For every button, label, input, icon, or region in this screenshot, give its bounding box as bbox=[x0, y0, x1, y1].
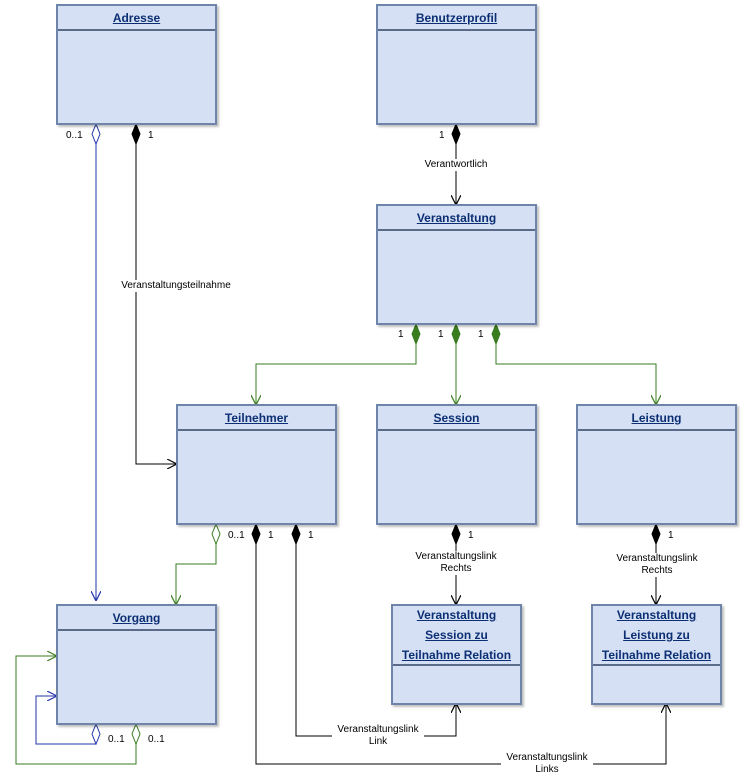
mult-veranst-leistung: 1 bbox=[478, 329, 484, 340]
class-title: Leistung bbox=[631, 410, 682, 425]
class-title: Vorgang bbox=[112, 610, 161, 625]
class-header: Veranstaltung Leistung zu Teilnahme Rela… bbox=[593, 606, 720, 666]
label-leistung-rechts: Veranstaltungslink Rechts bbox=[611, 553, 703, 577]
class-title: Adresse bbox=[112, 10, 161, 25]
class-title: Teilnehmer bbox=[224, 410, 289, 425]
class-header: Benutzerprofil bbox=[378, 6, 535, 31]
class-session-relation[interactable]: Veranstaltung Session zu Teilnahme Relat… bbox=[391, 604, 522, 705]
label-links: Veranstaltungslink Links bbox=[501, 752, 593, 776]
mult-session: 1 bbox=[468, 530, 474, 541]
class-leistung-relation[interactable]: Veranstaltung Leistung zu Teilnahme Rela… bbox=[591, 604, 722, 705]
assoc-veranstaltung-session[interactable] bbox=[452, 322, 460, 404]
class-title: Session bbox=[433, 410, 480, 425]
assoc-vorgang-self-outer[interactable] bbox=[15, 656, 141, 765]
class-title: Veranstaltung bbox=[416, 210, 497, 225]
mult-teilnehmer-link: 1 bbox=[308, 530, 314, 541]
mult-vorgang-self-a: 0..1 bbox=[108, 734, 125, 745]
mult-teilnehmer-vorgang: 0..1 bbox=[228, 530, 245, 541]
label-link: Veranstaltungslink Link bbox=[332, 724, 424, 748]
class-header: Session bbox=[378, 406, 535, 431]
class-session[interactable]: Session bbox=[376, 404, 537, 525]
assoc-veranstaltung-teilnehmer[interactable] bbox=[256, 322, 421, 404]
assoc-veranstaltung-leistung[interactable] bbox=[491, 322, 656, 404]
mult-veranst-teilnehmer: 1 bbox=[398, 329, 404, 340]
mult-adresse-teilnehmer: 1 bbox=[148, 130, 154, 141]
class-title: Veranstaltung Leistung zu Teilnahme Rela… bbox=[601, 608, 712, 662]
class-header: Leistung bbox=[578, 406, 735, 431]
label-verantwortlich: Verantwortlich bbox=[420, 159, 492, 171]
assoc-teilnehmer-vorgang[interactable] bbox=[176, 522, 221, 604]
assoc-adresse-teilnehmer[interactable] bbox=[131, 122, 176, 464]
assoc-vorgang-self-inner[interactable] bbox=[35, 696, 101, 746]
mult-leistung: 1 bbox=[668, 530, 674, 541]
label-veranstaltungsteilnahme: Veranstaltungsteilnahme bbox=[115, 280, 237, 292]
assoc-teilnehmer-leistung-relation[interactable] bbox=[251, 522, 666, 765]
assoc-adresse-vorgang[interactable] bbox=[92, 122, 100, 600]
class-header: Veranstaltung bbox=[378, 206, 535, 231]
class-leistung[interactable]: Leistung bbox=[576, 404, 737, 525]
class-header: Adresse bbox=[58, 6, 215, 31]
mult-vorgang-self-b: 0..1 bbox=[148, 734, 165, 745]
assoc-benutzerprofil-veranstaltung[interactable] bbox=[452, 122, 460, 204]
mult-teilnehmer-links: 1 bbox=[268, 530, 274, 541]
class-benutzerprofil[interactable]: Benutzerprofil bbox=[376, 4, 537, 125]
class-header: Vorgang bbox=[58, 606, 215, 631]
label-session-rechts: Veranstaltungslink Rechts bbox=[410, 551, 502, 575]
mult-benutzerprofil: 1 bbox=[439, 130, 445, 141]
class-adresse[interactable]: Adresse bbox=[56, 4, 217, 125]
class-vorgang[interactable]: Vorgang bbox=[56, 604, 217, 725]
class-title: Benutzerprofil bbox=[415, 10, 498, 25]
mult-veranst-session: 1 bbox=[438, 329, 444, 340]
class-veranstaltung[interactable]: Veranstaltung bbox=[376, 204, 537, 325]
mult-adresse-vorgang: 0..1 bbox=[66, 130, 83, 141]
class-title: Veranstaltung Session zu Teilnahme Relat… bbox=[401, 608, 512, 662]
class-header: Teilnehmer bbox=[178, 406, 335, 431]
class-header: Veranstaltung Session zu Teilnahme Relat… bbox=[393, 606, 520, 666]
class-teilnehmer[interactable]: Teilnehmer bbox=[176, 404, 337, 525]
